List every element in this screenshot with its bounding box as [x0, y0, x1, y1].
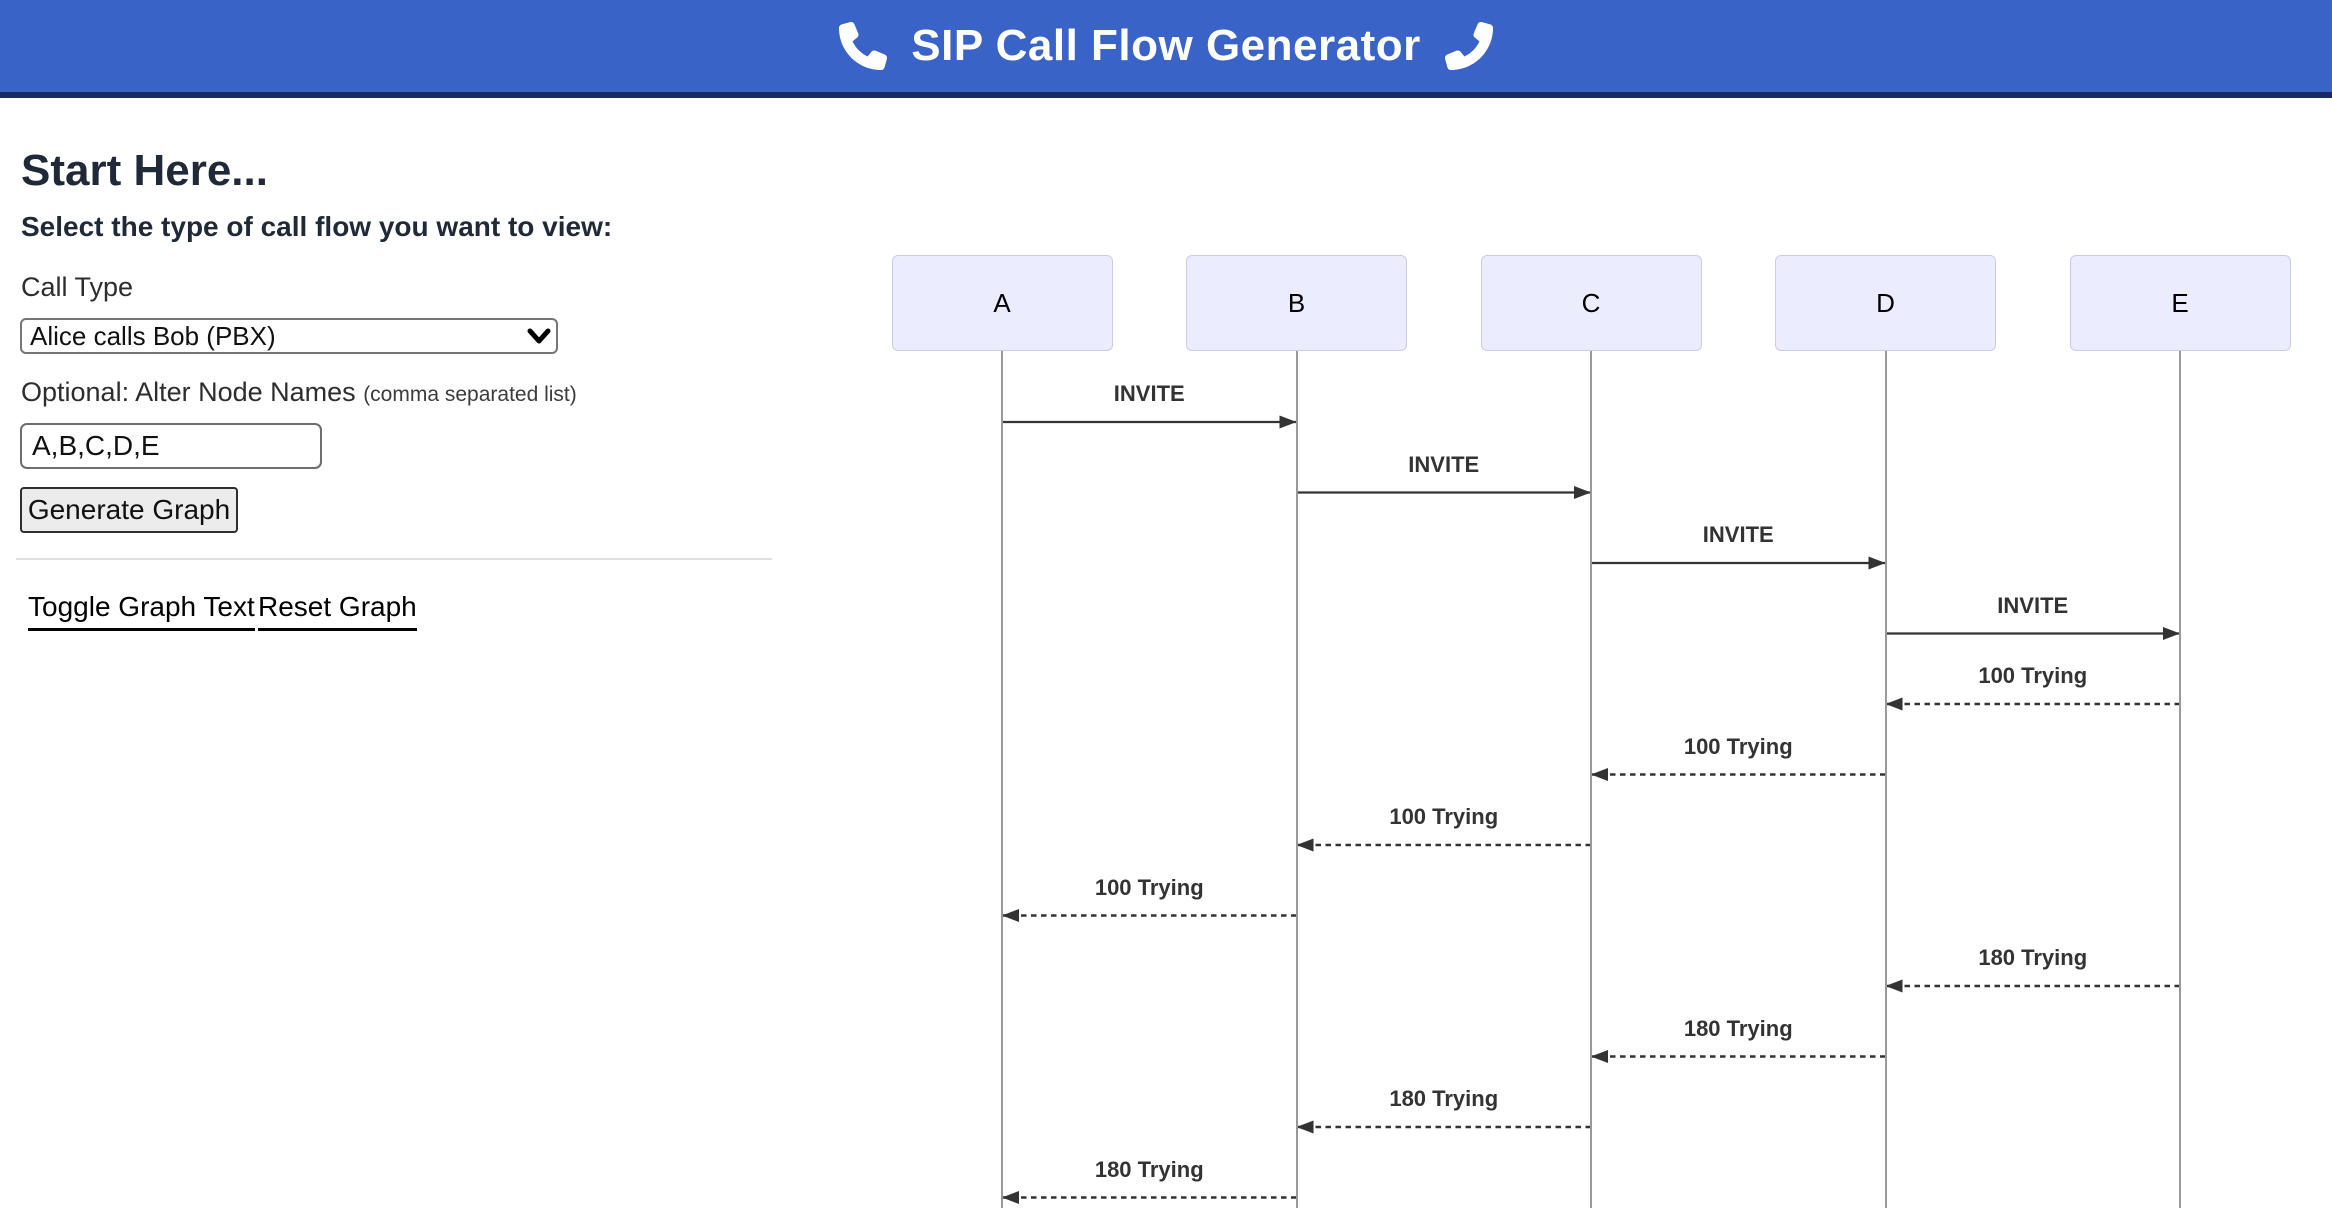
select-flow-subheading: Select the type of call flow you want to… [21, 211, 613, 242]
optional-node-names-label: Optional: Alter Node Names (comma separa… [21, 377, 577, 408]
optional-label-hint: (comma separated list) [363, 383, 577, 406]
lifeline-A [1001, 351, 1003, 1208]
message-label-0: INVITE [1113, 381, 1185, 406]
message-label-5: 100 Trying [1683, 733, 1793, 759]
lifeline-C [1590, 351, 1592, 1208]
message-label-10: 180 Trying [1389, 1086, 1499, 1111]
lifeline-B [1295, 351, 1298, 1208]
message-label-9: 180 Trying [1683, 1015, 1793, 1041]
call-type-select[interactable]: Alice calls Bob (PBX) [20, 318, 558, 354]
toggle-graph-text-link[interactable]: Toggle Graph Text [28, 591, 255, 631]
message-label-6: 100 Trying [1389, 804, 1499, 829]
actor-box-A: A [891, 255, 1113, 351]
actor-box-B: B [1186, 255, 1407, 351]
reset-graph-link[interactable]: Reset Graph [258, 591, 417, 631]
message-label-3: INVITE [1997, 592, 2069, 618]
node-names-input[interactable] [20, 423, 322, 469]
lifeline-D [1884, 351, 1887, 1208]
page-title: SIP Call Flow Generator [911, 21, 1421, 70]
message-label-7: 100 Trying [1094, 874, 1204, 900]
lifeline-E [2179, 351, 2181, 1208]
message-label-8: 180 Trying [1978, 945, 2088, 970]
message-label-11: 180 Trying [1094, 1156, 1204, 1182]
message-label-4: 100 Trying [1978, 663, 2088, 688]
actor-box-E: E [2069, 255, 2291, 351]
start-here-heading: Start Here... [21, 146, 268, 195]
actor-box-D: D [1775, 255, 1996, 351]
panel-divider [16, 558, 772, 560]
call-type-label: Call Type [21, 272, 134, 302]
phone-icon-mirrored [1444, 22, 1493, 70]
generate-graph-button[interactable]: Generate Graph [20, 487, 238, 533]
optional-label-text: Optional: Alter Node Names [21, 377, 356, 407]
app-header: SIP Call Flow Generator [0, 0, 2332, 98]
phone-icon [839, 22, 888, 70]
message-label-2: INVITE [1702, 522, 1774, 547]
message-label-1: INVITE [1408, 451, 1480, 477]
actor-box-C: C [1480, 255, 1702, 351]
